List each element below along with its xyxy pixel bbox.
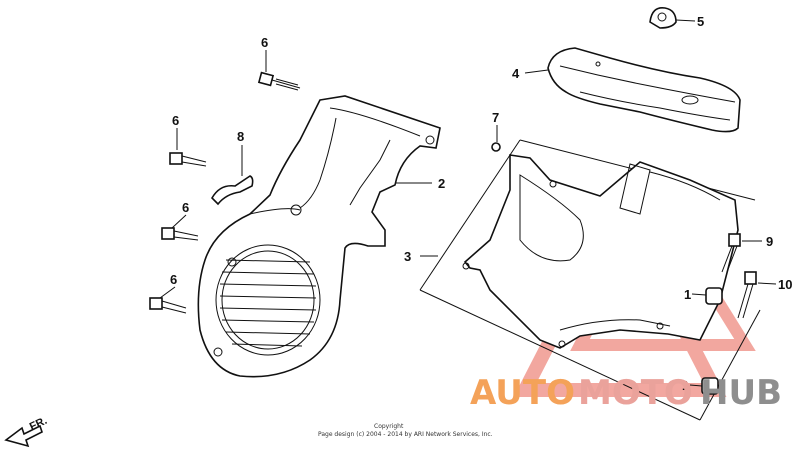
copyright-line-2: Page design (c) 2004 - 2014 by ARI Netwo…: [318, 431, 493, 438]
bolt-part-6-mid: [161, 214, 199, 241]
callout-5: 5: [697, 14, 704, 29]
callout-6-bottom: 6: [170, 272, 177, 287]
bolt-part-6-bottom: [149, 286, 187, 314]
callout-6-top: 6: [261, 35, 268, 50]
bracket-part-8: [211, 145, 254, 206]
front-direction-arrow: [4, 424, 43, 448]
callout-3: 3: [404, 249, 411, 264]
bolt-part-9: [721, 233, 762, 273]
callout-6-left: 6: [172, 113, 179, 128]
callout-4: 4: [512, 66, 520, 81]
bolt-part-7: [491, 125, 501, 152]
collar-part-1-lower: [689, 377, 719, 395]
callout-6-mid: 6: [182, 200, 189, 215]
copyright-line-1: Copyright: [374, 423, 404, 430]
fan-shroud: [197, 95, 441, 378]
watermark-moto: MOTO: [578, 373, 693, 413]
watermark-text: AUTO MOTO HUB: [470, 373, 782, 413]
lower-cover-part-3: [419, 139, 761, 421]
callout-8: 8: [237, 129, 244, 144]
clip-part-5: [649, 6, 696, 29]
upper-cover-part-4: [524, 47, 741, 133]
bolt-part-6-top: [257, 50, 301, 91]
bolt-part-6-left: [169, 128, 207, 167]
bolt-part-10: [737, 271, 777, 319]
front-marker-label: FR.: [28, 415, 49, 433]
callout-9: 9: [766, 234, 773, 249]
callout-1-lower: 1: [682, 378, 689, 393]
watermark-auto: AUTO: [470, 373, 575, 413]
callout-10: 10: [778, 277, 792, 292]
watermark-hub: HUB: [700, 373, 782, 413]
collar-part-1-upper: [691, 287, 723, 305]
fan-grille: [215, 244, 321, 356]
callout-2: 2: [438, 176, 445, 191]
callout-7: 7: [492, 110, 499, 125]
callout-1-upper: 1: [684, 287, 691, 302]
